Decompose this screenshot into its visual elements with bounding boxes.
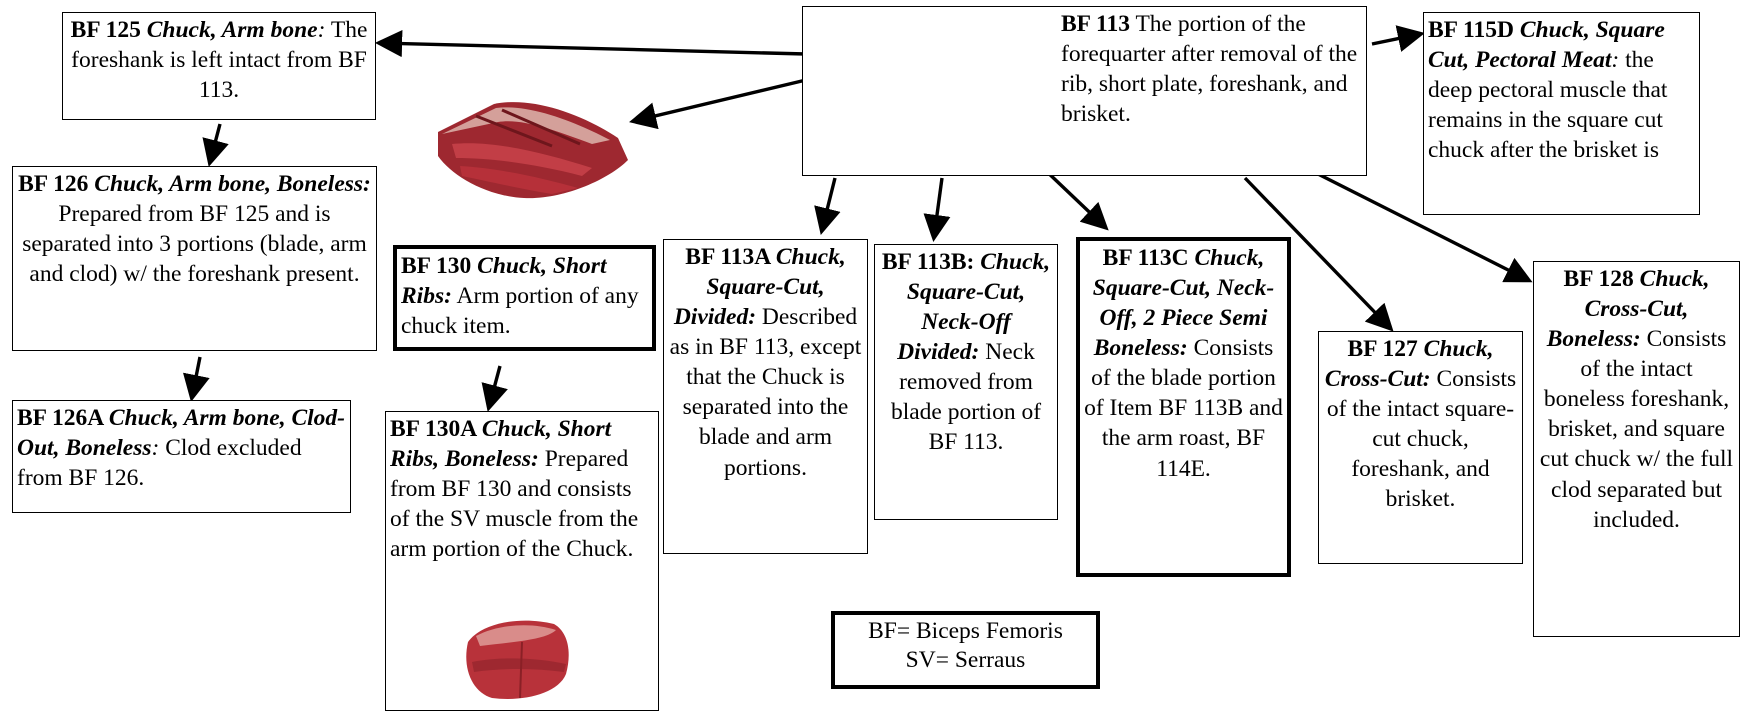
bf113a-code: BF 113A <box>685 244 776 270</box>
bf113-box: BF 113 The portion of the forequarter af… <box>802 6 1367 176</box>
arrow-113-to-125 <box>380 43 806 54</box>
short-rib-photo <box>432 80 632 208</box>
arrow-113-to-115d <box>1372 34 1420 44</box>
bf113c-code: BF 113C <box>1103 245 1195 271</box>
arrow-125-to-126 <box>210 124 220 162</box>
bf113-text: BF 113 The portion of the forequarter af… <box>1061 9 1361 129</box>
arrow-126-to-126a <box>192 357 200 397</box>
bf113b-box: BF 113B: Chuck, Square-Cut, Neck-Off Div… <box>874 244 1058 520</box>
bf130-box: BF 130 Chuck, Short Ribs: Arm portion of… <box>393 245 656 351</box>
bf113a-box: BF 113A Chuck, Square-Cut, Divided: Desc… <box>663 239 868 554</box>
arrow-113-to-113a <box>822 178 835 230</box>
boneless-short-rib-photo <box>462 612 574 704</box>
bf130-code: BF 130 <box>401 253 477 279</box>
bf113c-box: BF 113C Chuck, Square-Cut, Neck-Off, 2 P… <box>1076 237 1291 577</box>
arrow-113-to-shortrib-photo <box>634 80 806 121</box>
bf127-box: BF 127 Chuck, Cross-Cut: Consists of the… <box>1318 331 1523 564</box>
bf126-box: BF 126 Chuck, Arm bone, Boneless: Prepar… <box>12 166 377 351</box>
bf128-code: BF 128 <box>1563 266 1639 292</box>
bf126-name: Chuck, Arm bone, Boneless: <box>94 171 371 197</box>
legend-line-sv: SV= Serraus <box>839 646 1092 675</box>
bf113a-desc: Described as in BF 113, except that the … <box>670 304 862 480</box>
bf113b-code: BF 113B: <box>882 249 980 275</box>
bf125-code: BF 125 <box>71 17 147 43</box>
legend-line-bf: BF= Biceps Femoris <box>839 617 1092 646</box>
bf127-code: BF 127 <box>1347 336 1423 362</box>
bf125-name: Chuck, Arm bone <box>147 17 318 43</box>
arrow-130-to-130a <box>489 366 500 407</box>
bf125-box: BF 125 Chuck, Arm bone: The foreshank is… <box>62 12 376 120</box>
bf126-desc: Prepared from BF 125 and is separated in… <box>22 201 367 287</box>
arrow-113-to-113c <box>1043 168 1105 227</box>
bf130a-code: BF 130A <box>390 416 482 442</box>
bf126a-box: BF 126A Chuck, Arm bone, Clod-Out, Bonel… <box>12 400 351 513</box>
bf115d-box: BF 115D Chuck, Square Cut, Pectoral Meat… <box>1423 12 1700 215</box>
bf126a-code: BF 126A <box>17 405 109 431</box>
bf126-code: BF 126 <box>18 171 94 197</box>
bf128-box: BF 128 Chuck, Cross-Cut, Boneless: Consi… <box>1533 261 1740 637</box>
abbreviation-legend: BF= Biceps Femoris SV= Serraus <box>831 611 1100 689</box>
bf115d-code: BF 115D <box>1428 17 1520 43</box>
bf113-code: BF 113 <box>1061 11 1130 37</box>
arrow-113-to-113b <box>934 178 942 237</box>
bf128-desc: Consists of the intact boneless foreshan… <box>1540 326 1733 532</box>
